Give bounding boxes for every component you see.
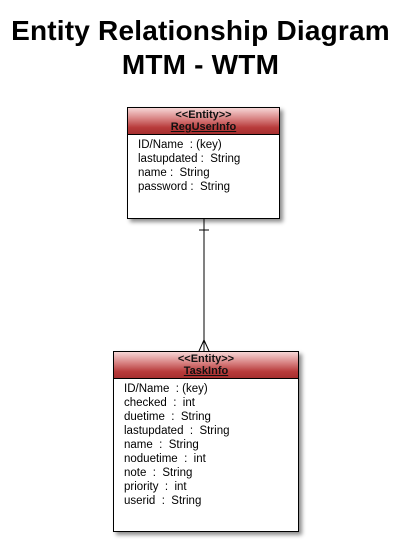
diagram-title-line-1: Entity Relationship Diagram: [11, 15, 390, 46]
attribute-list: ID/Name : (key) checked : int duetime : …: [114, 379, 298, 508]
attribute-list: ID/Name : (key) lastupdated : String nam…: [128, 135, 279, 194]
diagram-title: Entity Relationship Diagram MTM - WTM: [0, 14, 401, 82]
attribute-item: userid : String: [124, 495, 202, 507]
attribute-item: note : String: [124, 467, 193, 479]
attribute-item: lastupdated : String: [138, 153, 241, 165]
attribute-item: password : String: [138, 181, 231, 193]
crows-foot-marker: [198, 339, 210, 352]
attribute-item: noduetime : int: [124, 453, 206, 465]
entity-reguserinfo: <<Entity>> RegUserInfo ID/Name : (key) l…: [127, 107, 280, 219]
entity-header: <<Entity>> TaskInfo: [114, 352, 298, 379]
attribute-item: duetime : String: [124, 411, 211, 423]
attribute-item: lastupdated : String: [124, 425, 230, 437]
attribute-item: name : String: [124, 439, 199, 451]
entity-stereotype: <<Entity>>: [175, 109, 232, 121]
attribute-item: priority : int: [124, 481, 187, 493]
entity-header: <<Entity>> RegUserInfo: [128, 108, 279, 135]
entity-stereotype: <<Entity>>: [177, 353, 235, 365]
diagram-title-line-2: MTM - WTM: [121, 49, 280, 80]
entity-name: RegUserInfo: [170, 121, 237, 133]
attribute-item: checked : int: [124, 397, 195, 409]
entity-taskinfo: <<Entity>> TaskInfo ID/Name : (key) chec…: [113, 351, 299, 532]
attribute-item: ID/Name : (key): [138, 139, 222, 151]
attribute-item: name : String: [138, 167, 210, 179]
attribute-item: ID/Name : (key): [124, 383, 208, 395]
entity-name: TaskInfo: [183, 365, 229, 377]
